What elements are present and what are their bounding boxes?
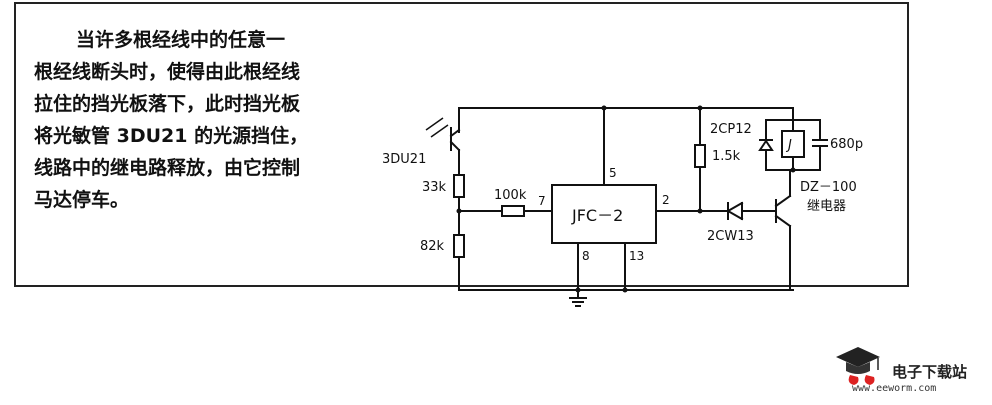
description-line: 马达停车。: [34, 189, 130, 211]
label-ic: JFC－2: [571, 206, 623, 225]
description-text: 当许多根经线中的任意一 根经线断头时，使得由此根经线 拉住的挡光板落下，此时挡光…: [34, 24, 339, 216]
relay-coil: [781, 130, 805, 158]
label-2cp12: 2CP12: [710, 122, 752, 137]
label-3du21: 3DU21: [382, 152, 426, 167]
pin-7: 7: [538, 194, 546, 208]
label-relay-cn: 继电器: [807, 199, 846, 214]
label-82k: 82k: [420, 239, 445, 254]
pin-5: 5: [609, 166, 617, 180]
label-33k: 33k: [422, 180, 447, 195]
resistor-100k: [501, 205, 525, 217]
resistor-82k: [453, 234, 465, 258]
label-100k: 100k: [494, 188, 527, 203]
figure-frame: [14, 2, 909, 287]
pin-8: 8: [582, 249, 590, 263]
watermark-url: www.eeworm.com: [852, 383, 937, 394]
label-dz100: DZ－100: [800, 180, 857, 195]
label-680p: 680p: [830, 137, 863, 152]
description-line: 线路中的继电路释放，由它控制: [34, 157, 301, 179]
resistor-1k5: [694, 144, 706, 168]
label-1k5: 1.5k: [712, 149, 741, 164]
label-relay-coil: J: [785, 138, 792, 153]
pin-2: 2: [662, 193, 670, 207]
description-line: 将光敏管 3DU21 的光源挡住，: [34, 125, 309, 147]
graduation-cap-icon: [836, 347, 880, 385]
resistor-33k: [453, 174, 465, 198]
description-line: 拉住的挡光板落下，此时挡光板: [34, 93, 301, 115]
pin-13: 13: [629, 249, 644, 263]
watermark-brand: 电子下载站: [892, 363, 968, 381]
description-line: 当许多根经线中的任意一: [76, 29, 286, 51]
watermark: 电子下载站 www.eeworm.com: [832, 343, 982, 401]
light-arrows-icon: [425, 117, 444, 131]
label-2cw13: 2CW13: [707, 229, 754, 244]
description-line: 根经线断头时，使得由此根经线: [34, 61, 301, 83]
